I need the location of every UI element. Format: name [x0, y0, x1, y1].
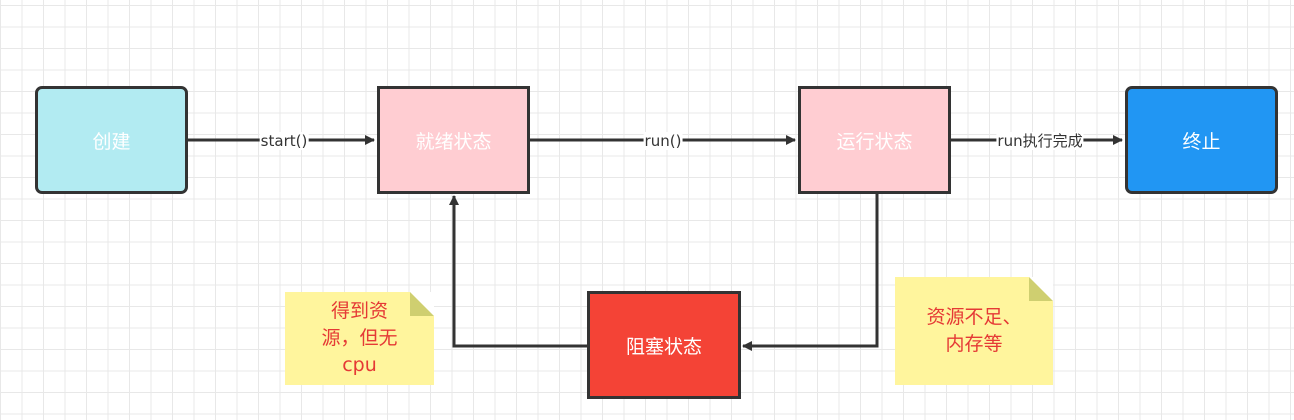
- node-terminated-label: 终止: [1182, 130, 1221, 153]
- note-right-line: 内存等: [945, 333, 1003, 355]
- note-left: 得到资源，但无 cpu: [285, 292, 434, 385]
- edge-label-finish: run执行完成: [996, 132, 1084, 150]
- edge-running-to-blocked: [742, 193, 879, 351]
- node-running-label: 运行状态: [836, 130, 913, 153]
- node-create[interactable]: 创建: [35, 86, 188, 194]
- note-fold-icon: [410, 292, 434, 316]
- node-terminated[interactable]: 终止: [1125, 86, 1278, 194]
- node-running[interactable]: 运行状态: [798, 86, 951, 194]
- edge-label-start: start(): [259, 132, 309, 150]
- note-right: 资源不足、内存等: [895, 277, 1053, 385]
- edge-label-run: run(): [643, 132, 683, 150]
- node-blocked-label: 阻塞状态: [625, 335, 702, 358]
- node-ready[interactable]: 就绪状态: [377, 86, 530, 194]
- node-ready-label: 就绪状态: [415, 130, 492, 153]
- node-blocked[interactable]: 阻塞状态: [587, 291, 741, 399]
- note-left-line: 源，但无: [321, 327, 398, 349]
- node-create-label: 创建: [92, 130, 131, 153]
- note-fold-icon: [1029, 277, 1053, 301]
- note-left-line: 得到资: [330, 300, 388, 322]
- note-right-line: 资源不足、: [926, 306, 1022, 328]
- edge-blocked-to-ready: [449, 195, 587, 348]
- note-left-line: cpu: [342, 354, 377, 376]
